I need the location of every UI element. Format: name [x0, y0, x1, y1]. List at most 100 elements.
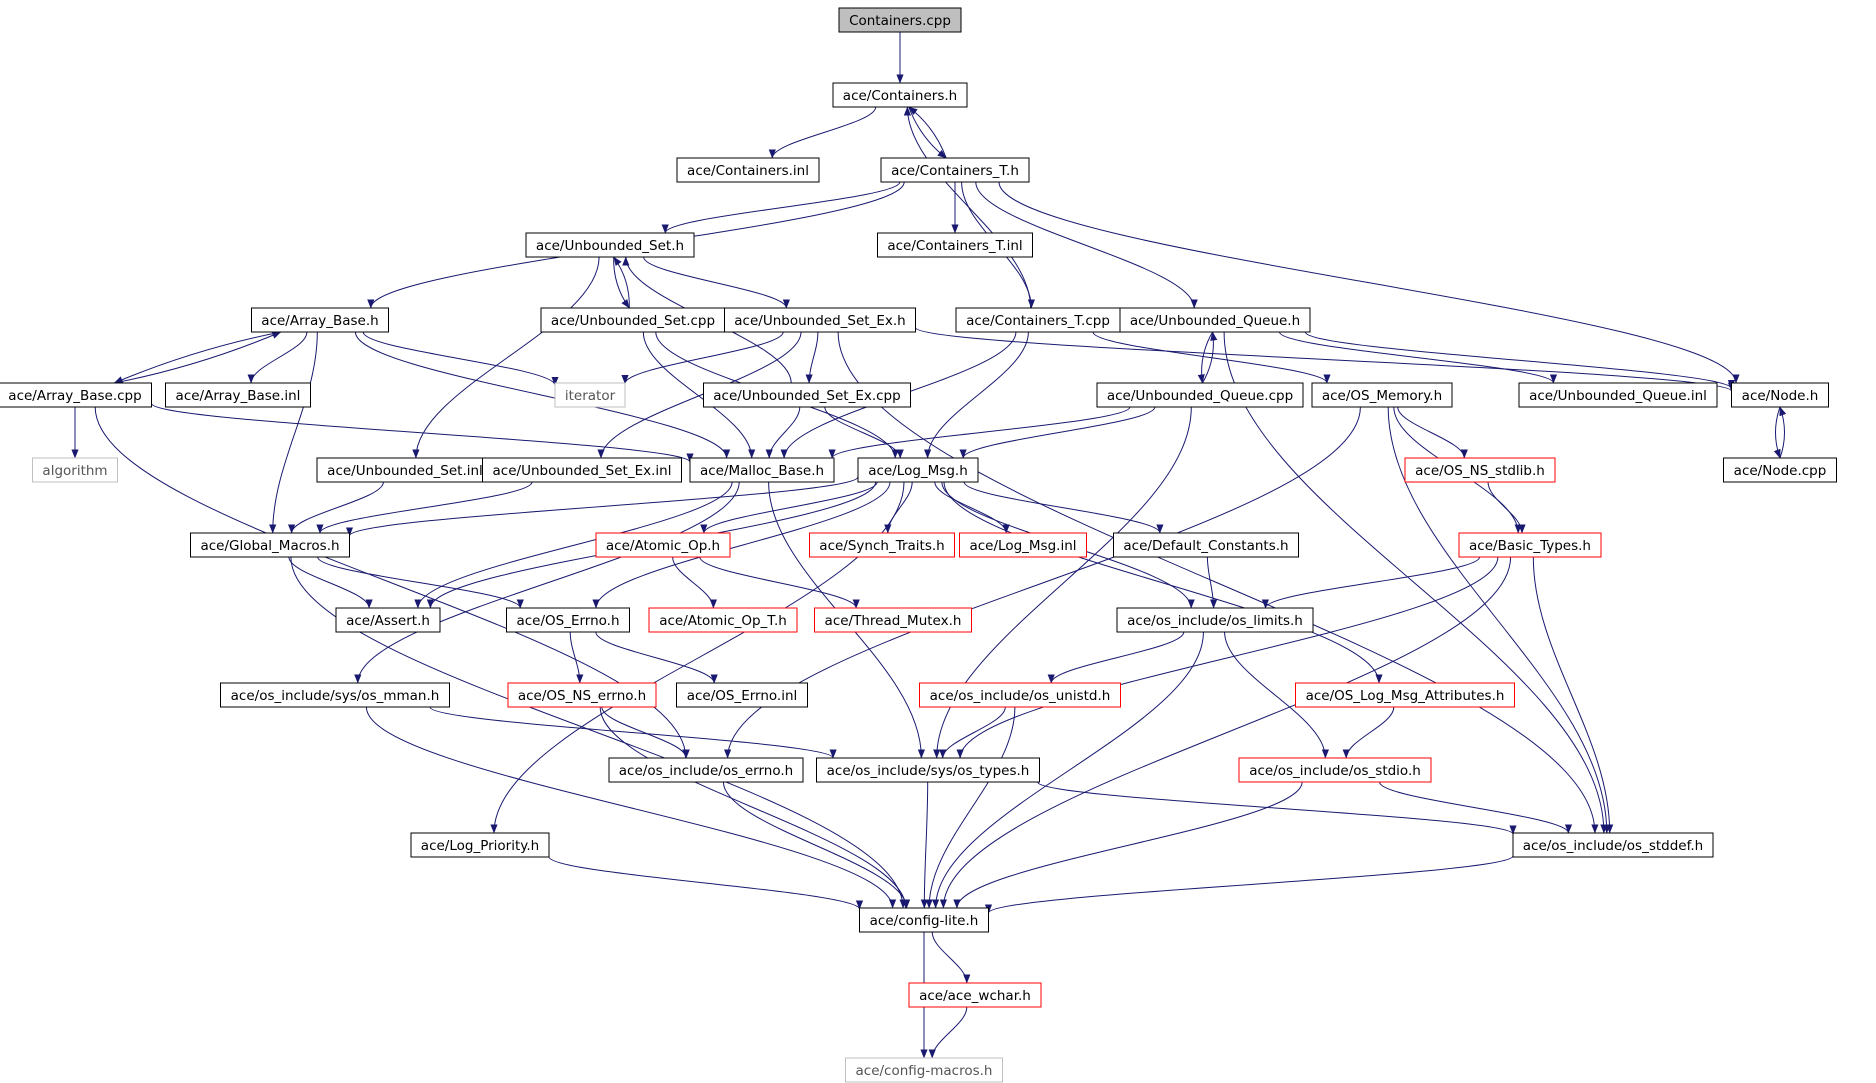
node-unbounded_set_inl[interactable]: ace/Unbounded_Set.inl	[316, 457, 494, 483]
node-box	[816, 757, 1040, 783]
node-os_types_h[interactable]: ace/os_include/sys/os_types.h	[816, 757, 1040, 783]
node-label: ace/Node.h	[1742, 388, 1819, 404]
node-box	[880, 157, 1030, 183]
edge-os_log_msg_attributes_h-to-os_stdio_h	[1342, 706, 1395, 759]
node-os_limits_h[interactable]: ace/os_include/os_limits.h	[1116, 607, 1314, 633]
node-label: ace/OS_Errno.inl	[687, 688, 798, 704]
node-unbounded_queue_h[interactable]: ace/Unbounded_Queue.h	[1119, 307, 1311, 333]
node-unbounded_set_cpp[interactable]: ace/Unbounded_Set.cpp	[540, 307, 726, 333]
node-os_ns_stdlib_h[interactable]: ace/OS_NS_stdlib.h	[1404, 457, 1556, 483]
edge-os_stddef_h-to-config_lite_h	[985, 855, 1514, 914]
node-log_msg_inl[interactable]: ace/Log_Msg.inl	[959, 532, 1087, 558]
node-containers_t_cpp[interactable]: ace/Containers_T.cpp	[955, 307, 1121, 333]
node-basic_types_h[interactable]: ace/Basic_Types.h	[1458, 532, 1602, 558]
node-default_constants_h[interactable]: ace/Default_Constants.h	[1113, 532, 1299, 558]
edge-os_types_h-to-config_lite_h	[920, 781, 929, 909]
node-box	[506, 607, 630, 633]
node-label: ace/Unbounded_Queue.cpp	[1107, 388, 1293, 404]
node-label: ace/Unbounded_Set.cpp	[551, 313, 715, 329]
edge-array_base_h-to-array_base_inl	[247, 331, 308, 384]
node-box	[410, 832, 550, 858]
node-os_errno_h[interactable]: ace/OS_Errno.h	[506, 607, 630, 633]
node-label: ace/Synch_Traits.h	[819, 538, 944, 554]
edge-containers_h-to-containers_t_h	[908, 106, 947, 159]
node-algorithm[interactable]: algorithm	[32, 457, 118, 483]
node-iterator[interactable]: iterator	[554, 382, 626, 408]
edge-unbounded_set_h-to-unbounded_set_ex_h	[643, 256, 790, 309]
edge-log_msg_h-to-synch_traits_h	[884, 481, 913, 534]
node-box	[1119, 307, 1311, 333]
node-log_priority_h[interactable]: ace/Log_Priority.h	[410, 832, 550, 858]
node-assert_h[interactable]: ace/Assert.h	[335, 607, 441, 633]
edge-array_base_h-to-global_macros_h	[269, 331, 318, 534]
node-box	[554, 382, 626, 408]
node-array_base_cpp[interactable]: ace/Array_Base.cpp	[0, 382, 152, 408]
node-os_unistd_h[interactable]: ace/os_include/os_unistd.h	[919, 682, 1121, 708]
edge-containers_t_cpp-to-os_memory_h	[1092, 331, 1331, 384]
node-array_base_inl[interactable]: ace/Array_Base.inl	[165, 382, 311, 408]
node-unbounded_set_ex_h[interactable]: ace/Unbounded_Set_Ex.h	[724, 307, 916, 333]
edge-global_macros_h-to-os_errno_h	[317, 556, 524, 609]
edge-unbounded_set_ex_inl-to-global_macros_h	[316, 481, 533, 534]
edge-ace_wchar_h-to-config_macros_h	[928, 1006, 968, 1059]
edge-default_constants_h-to-os_limits_h	[1206, 556, 1218, 609]
node-os_errno_inl[interactable]: ace/OS_Errno.inl	[676, 682, 808, 708]
edge-os_include_errno_h-to-config_lite_h	[722, 781, 911, 909]
edge-unbounded_set_ex_h-to-iterator	[621, 331, 784, 385]
edge-log_msg_h-to-atomic_op_h	[700, 481, 878, 534]
node-box	[832, 82, 968, 108]
node-thread_mutex_h[interactable]: ace/Thread_Mutex.h	[814, 607, 972, 633]
node-label: ace/Containers.h	[843, 88, 957, 104]
edge-unbounded_set_ex_cpp-to-malloc_base_h	[765, 406, 801, 459]
node-box	[648, 607, 798, 633]
node-array_base_h[interactable]: ace/Array_Base.h	[251, 307, 389, 333]
node-synch_traits_h[interactable]: ace/Synch_Traits.h	[809, 532, 955, 558]
node-box	[676, 682, 808, 708]
node-node_cpp[interactable]: ace/Node.cpp	[1723, 457, 1837, 483]
node-config_lite_h[interactable]: ace/config-lite.h	[859, 907, 989, 933]
node-unbounded_queue_cpp[interactable]: ace/Unbounded_Queue.cpp	[1096, 382, 1304, 408]
edge-array_base_h-to-array_base_cpp	[113, 331, 281, 384]
node-os_include_errno_h[interactable]: ace/os_include/os_errno.h	[608, 757, 804, 783]
node-label: ace/Unbounded_Queue.inl	[1529, 388, 1707, 404]
node-label: ace/Log_Msg.h	[868, 463, 968, 479]
node-containers_inl[interactable]: ace/Containers.inl	[676, 157, 820, 183]
node-label: ace/Unbounded_Queue.h	[1130, 313, 1300, 329]
node-global_macros_h[interactable]: ace/Global_Macros.h	[190, 532, 350, 558]
node-label: iterator	[565, 388, 616, 404]
node-atomic_op_h[interactable]: ace/Atomic_Op.h	[595, 532, 731, 558]
node-unbounded_set_h[interactable]: ace/Unbounded_Set.h	[525, 232, 695, 258]
node-unbounded_set_ex_cpp[interactable]: ace/Unbounded_Set_Ex.cpp	[703, 382, 911, 408]
node-os_stdio_h[interactable]: ace/os_include/os_stdio.h	[1238, 757, 1432, 783]
node-containers_h[interactable]: ace/Containers.h	[832, 82, 968, 108]
node-ace_wchar_h[interactable]: ace/ace_wchar.h	[908, 982, 1042, 1008]
node-malloc_base_h[interactable]: ace/Malloc_Base.h	[689, 457, 835, 483]
node-containers_cpp[interactable]: Containers.cpp	[838, 7, 962, 33]
node-os_stddef_h[interactable]: ace/os_include/os_stddef.h	[1512, 832, 1714, 858]
node-box	[959, 532, 1087, 558]
node-os_log_msg_attributes_h[interactable]: ace/OS_Log_Msg_Attributes.h	[1295, 682, 1515, 708]
node-log_msg_h[interactable]: ace/Log_Msg.h	[857, 457, 979, 483]
node-label: ace/os_include/os_stddef.h	[1523, 838, 1703, 854]
node-os_ns_errno_h[interactable]: ace/OS_NS_errno.h	[507, 682, 657, 708]
edge-malloc_base_h-to-assert_h	[414, 481, 733, 609]
node-os_mman_h[interactable]: ace/os_include/sys/os_mman.h	[220, 682, 450, 708]
node-config_macros_h[interactable]: ace/config-macros.h	[845, 1057, 1003, 1083]
node-unbounded_set_ex_inl[interactable]: ace/Unbounded_Set_Ex.inl	[482, 457, 682, 483]
edge-unbounded_queue_cpp-to-os_types_h	[933, 406, 1192, 759]
node-label: ace/os_include/sys/os_types.h	[827, 763, 1030, 779]
node-containers_t_inl[interactable]: ace/Containers_T.inl	[877, 232, 1033, 258]
edge-malloc_base_h-to-os_mman_h	[354, 481, 740, 684]
node-label: ace/Log_Msg.inl	[969, 538, 1076, 554]
node-node_h[interactable]: ace/Node.h	[1731, 382, 1829, 408]
node-box	[1113, 532, 1299, 558]
node-unbounded_queue_inl[interactable]: ace/Unbounded_Queue.inl	[1518, 382, 1718, 408]
node-containers_t_h[interactable]: ace/Containers_T.h	[880, 157, 1030, 183]
node-label: ace/OS_NS_errno.h	[518, 688, 646, 704]
node-box	[507, 682, 657, 708]
node-os_memory_h[interactable]: ace/OS_Memory.h	[1311, 382, 1453, 408]
node-box	[1518, 382, 1718, 408]
edge-unbounded_set_inl-to-global_macros_h	[288, 481, 384, 534]
edge-containers_t_h-to-node_h	[998, 181, 1740, 384]
node-atomic_op_t_h[interactable]: ace/Atomic_Op_T.h	[648, 607, 798, 633]
